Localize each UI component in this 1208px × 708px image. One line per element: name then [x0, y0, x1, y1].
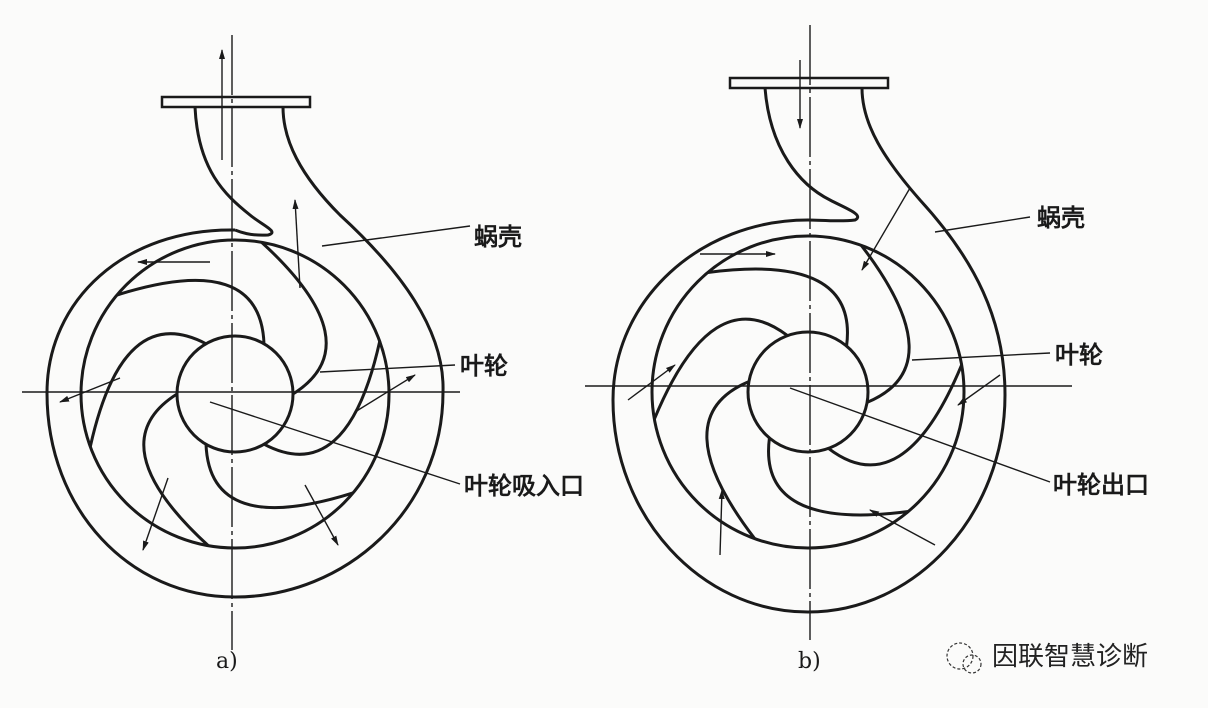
- impeller-blade: [707, 267, 849, 347]
- flow-arrow: [627, 364, 676, 401]
- impeller-blade: [116, 278, 266, 344]
- leader-volute: [321, 225, 471, 247]
- impeller-hub: [175, 334, 295, 454]
- impeller-blade: [860, 244, 911, 404]
- label-volute: 蜗壳: [1037, 204, 1085, 232]
- impeller-blade: [263, 341, 382, 456]
- pipe-left-wall: [763, 87, 859, 223]
- pump-a: 蜗壳 叶轮 叶轮吸入口 a): [22, 35, 584, 674]
- impeller-blade: [204, 444, 354, 510]
- label-volute: 蜗壳: [474, 223, 522, 251]
- label-impeller-outlet: 叶轮出口: [1053, 471, 1149, 499]
- flow-arrow: [292, 199, 301, 289]
- impeller-blade: [652, 317, 789, 420]
- impeller-blades: [88, 241, 382, 547]
- volute-casing: [45, 106, 445, 599]
- pump-b: 蜗壳 叶轮 叶轮出口 b): [585, 25, 1149, 674]
- volute-casing: [611, 87, 1007, 614]
- inlet-flange: [728, 76, 890, 90]
- pipe-left-wall: [193, 106, 274, 237]
- flow-arrow: [59, 377, 121, 403]
- watermark-text: 因联智慧诊断: [992, 642, 1148, 672]
- flow-arrow: [354, 374, 416, 413]
- flow-arrow: [304, 484, 339, 546]
- impeller-rim: [79, 238, 391, 550]
- impeller-blade: [142, 392, 210, 547]
- wechat-icon: [946, 642, 982, 674]
- label-impeller-inlet: 叶轮吸入口: [464, 472, 584, 500]
- impeller-rim: [650, 234, 966, 550]
- leader-inlet: [209, 401, 461, 485]
- caption-a: a): [216, 649, 238, 674]
- flow-arrow: [957, 374, 1001, 406]
- flow-arrow: [869, 509, 936, 546]
- leader-impeller: [319, 364, 456, 373]
- impeller-blade: [88, 332, 207, 447]
- watermark: 因联智慧诊断: [946, 642, 1148, 674]
- outlet-flange: [160, 95, 312, 109]
- leader-outlet: [789, 387, 1051, 483]
- impeller-blade: [260, 241, 328, 396]
- label-impeller: 叶轮: [1055, 341, 1103, 369]
- label-impeller: 叶轮: [460, 352, 508, 380]
- flow-arrow: [142, 477, 169, 551]
- caption-b: b): [798, 649, 821, 674]
- flow-arrow: [861, 187, 911, 271]
- impeller-blade: [705, 380, 756, 540]
- leader-volute: [934, 216, 1031, 233]
- flow-arrow: [718, 489, 725, 556]
- leader-impeller: [911, 352, 1051, 361]
- impeller-hub: [746, 330, 870, 454]
- impeller-blades: [652, 244, 964, 540]
- impeller-blade: [827, 364, 964, 467]
